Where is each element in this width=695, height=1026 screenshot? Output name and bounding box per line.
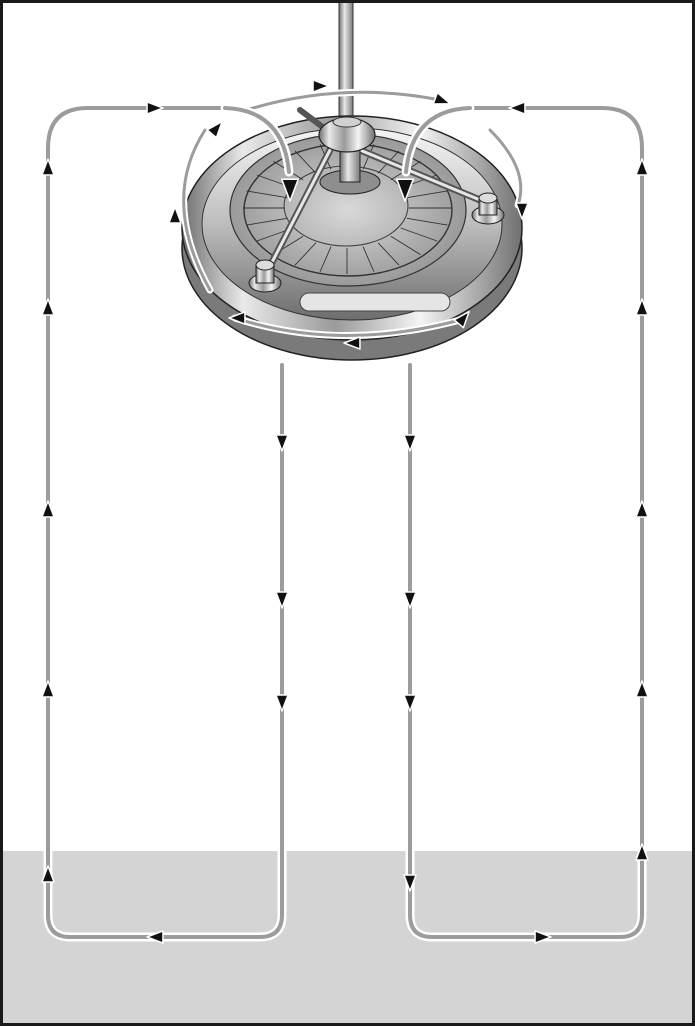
fan-hub-top xyxy=(333,117,361,127)
arrowhead-icon xyxy=(169,207,181,223)
arrowhead-icon xyxy=(207,118,227,138)
arrowhead-icon xyxy=(313,80,329,92)
ceiling-fan-icon xyxy=(182,0,522,360)
fan-motor-neck xyxy=(340,150,360,182)
fan-post-left-cap xyxy=(256,260,274,270)
fan-post-right-cap xyxy=(479,193,497,203)
fan-ring-slot xyxy=(300,293,450,311)
fan-downrod xyxy=(339,0,353,120)
